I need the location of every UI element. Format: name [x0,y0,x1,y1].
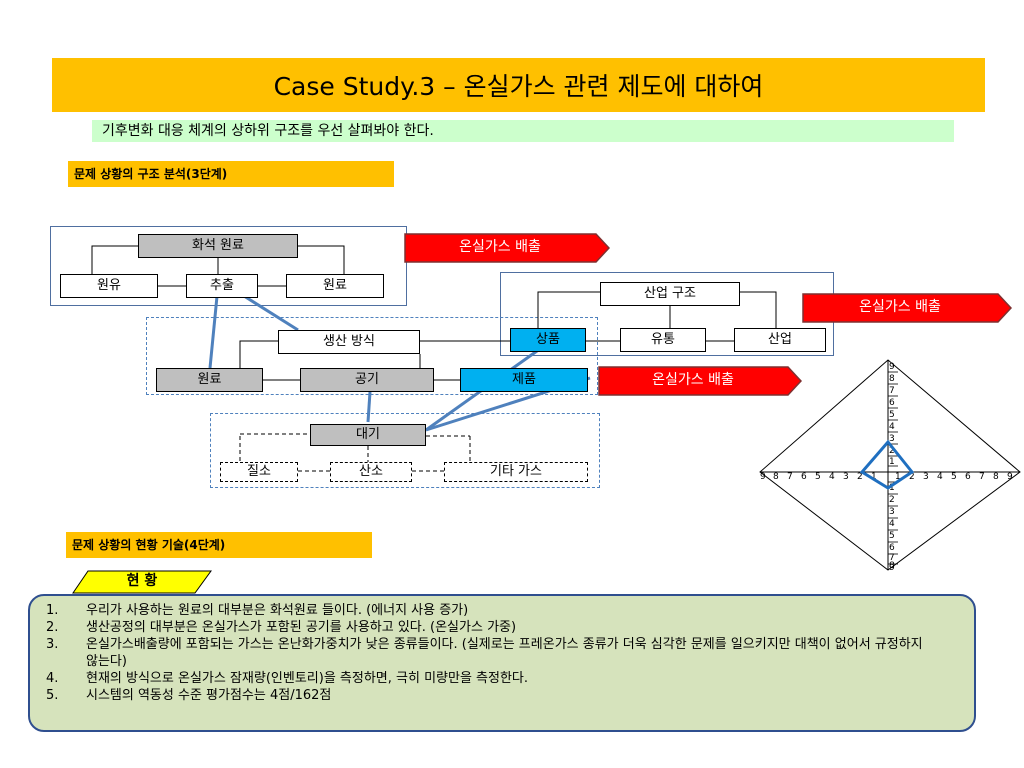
status-item-text: 시스템의 역동성 수준 평가점수는 4점/162점 [86,688,332,703]
status-tab-label: 현 황 [126,573,158,589]
status-item-number: 2. [46,620,59,635]
bottom-tick-4: 4 [889,519,895,529]
top-tick-2: 2 [889,446,895,456]
fossil-group-frame [50,226,407,306]
left-tick-4: 4 [829,472,835,482]
right-tick-8: 8 [993,472,999,482]
bottom-tick-5: 5 [889,531,895,541]
right-tick-5: 5 [951,472,957,482]
left-tick-5: 5 [815,472,821,482]
left-tick-9: 9 [760,472,766,482]
node-industry: 산업 [734,328,826,352]
left-tick-2: 2 [857,472,863,482]
top-tick-7: 7 [889,386,895,396]
bottom-tick-2: 2 [889,495,895,505]
status-item-number: 4. [46,671,59,686]
top-tick-9: 9 [889,362,895,372]
node-crude-oil: 원유 [60,274,158,298]
emission-arrow-1: 온실가스 배출 [404,233,610,263]
node-atmosphere: 대기 [310,424,426,446]
status-item-text: 생산공정의 대부분은 온실가스가 포함된 공기를 사용하고 있다. (온실가스 … [86,620,517,635]
node-goods: 상품 [510,328,586,352]
node-oxygen: 산소 [330,462,412,482]
page-title: Case Study.3 – 온실가스 관련 제도에 대하여 [52,58,985,112]
status-item: 2. 생산공정의 대부분은 온실가스가 포함된 공기를 사용하고 있다. (온실가… [30,619,974,636]
dynamics-diamond-gauge: 9 8 7 6 5 4 3 2 1 1 2 3 4 5 6 7 8 9 9 8 … [759,359,1021,572]
top-tick-8: 8 [889,374,895,384]
right-tick-1: 1 [895,472,901,482]
left-tick-3: 3 [843,472,849,482]
top-tick-6: 6 [889,398,895,408]
node-raw-material-top: 원료 [286,274,384,298]
right-tick-2: 2 [909,472,915,482]
node-industrial-structure: 산업 구조 [600,282,740,306]
right-tick-7: 7 [979,472,985,482]
right-tick-9: 9 [1007,472,1013,482]
status-item-number: 5. [46,688,59,703]
left-tick-1: 1 [871,472,877,482]
top-tick-5: 5 [889,410,895,420]
bottom-tick-9: 9 [889,563,895,572]
status-item-text: 우리가 사용하는 원료의 대부분은 화석원료 들이다. (에너지 사용 증가) [86,603,469,618]
emission-label-3: 온실가스 배출 [652,372,734,388]
emission-arrow-3: 온실가스 배출 [598,366,802,396]
node-air: 공기 [300,368,434,392]
status-list: 1. 우리가 사용하는 원료의 대부분은 화석원료 들이다. (에너지 사용 증가… [30,596,974,704]
bottom-tick-7: 7 [889,553,895,563]
status-item: 4. 현재의 방식으로 온실가스 잠재량(인벤토리)을 측정하면, 극히 미량만을… [30,670,974,687]
status-item: 3. 온실가스배출량에 포함되는 가스는 온난화가중치가 낮은 종류들이다. (실… [30,636,974,670]
bottom-tick-3: 3 [889,507,895,517]
left-tick-8: 8 [773,472,779,482]
status-item-text: 온실가스배출량에 포함되는 가스는 온난화가중치가 낮은 종류들이다. (실제로… [86,637,923,669]
subtitle: 기후변화 대응 체계의 상하위 구조를 우선 살펴봐야 한다. [92,120,954,142]
node-production-method: 생산 방식 [278,330,420,354]
score-diamond [859,439,915,490]
status-item: 1. 우리가 사용하는 원료의 대부분은 화석원료 들이다. (에너지 사용 증가… [30,602,974,619]
atmosphere-group-frame [210,413,600,488]
status-item-text: 현재의 방식으로 온실가스 잠재량(인벤토리)을 측정하면, 극히 미량만을 측… [86,671,529,686]
bottom-tick-1: 1 [889,483,895,493]
status-tab: 현 황 [72,570,212,594]
top-tick-1: 1 [889,457,895,467]
status-item: 5. 시스템의 역동성 수준 평가점수는 4점/162점 [30,687,974,704]
node-nitrogen: 질소 [220,462,298,482]
right-tick-4: 4 [937,472,943,482]
status-item-number: 1. [46,603,59,618]
section-label-structure: 문제 상황의 구조 분석(3단계) [68,161,394,187]
node-product: 제품 [460,368,588,392]
node-distribution: 유통 [620,328,706,352]
emission-label-2: 온실가스 배출 [859,299,941,315]
emission-label-1: 온실가스 배출 [459,239,541,255]
status-item-number: 3. [46,637,59,652]
top-tick-4: 4 [889,422,895,432]
bottom-tick-8: 8 [889,561,895,571]
top-tick-3: 3 [889,434,895,444]
node-raw-material: 원료 [156,368,263,392]
node-fossil-material: 화석 원료 [138,234,298,258]
right-tick-3: 3 [923,472,929,482]
node-extraction: 추출 [186,274,258,298]
left-tick-6: 6 [801,472,807,482]
section-label-status: 문제 상황의 현황 기술(4단계) [66,532,372,558]
bottom-tick-6: 6 [889,543,895,553]
node-other-gases: 기타 가스 [444,462,588,482]
production-group-frame [146,317,598,395]
emission-arrow-2: 온실가스 배출 [802,293,1012,323]
left-tick-7: 7 [787,472,793,482]
right-tick-6: 6 [965,472,971,482]
status-box: 1. 우리가 사용하는 원료의 대부분은 화석원료 들이다. (에너지 사용 증가… [28,594,976,732]
